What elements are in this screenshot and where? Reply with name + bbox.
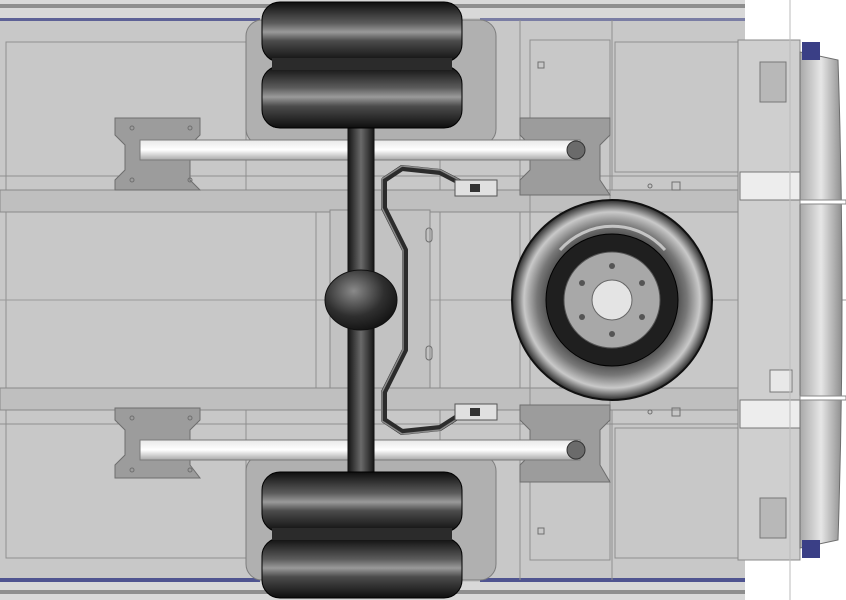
spare-tire [511, 199, 713, 401]
rear-tires-left-side [261, 1, 463, 129]
fasteners [129, 61, 681, 535]
rear-bumper [799, 42, 846, 558]
rear-tires-right-side [261, 471, 463, 599]
sway-bar [381, 165, 468, 435]
rear-axle [324, 119, 398, 481]
sway-bar-highlight [381, 165, 466, 435]
sway-bar-links [454, 179, 498, 421]
